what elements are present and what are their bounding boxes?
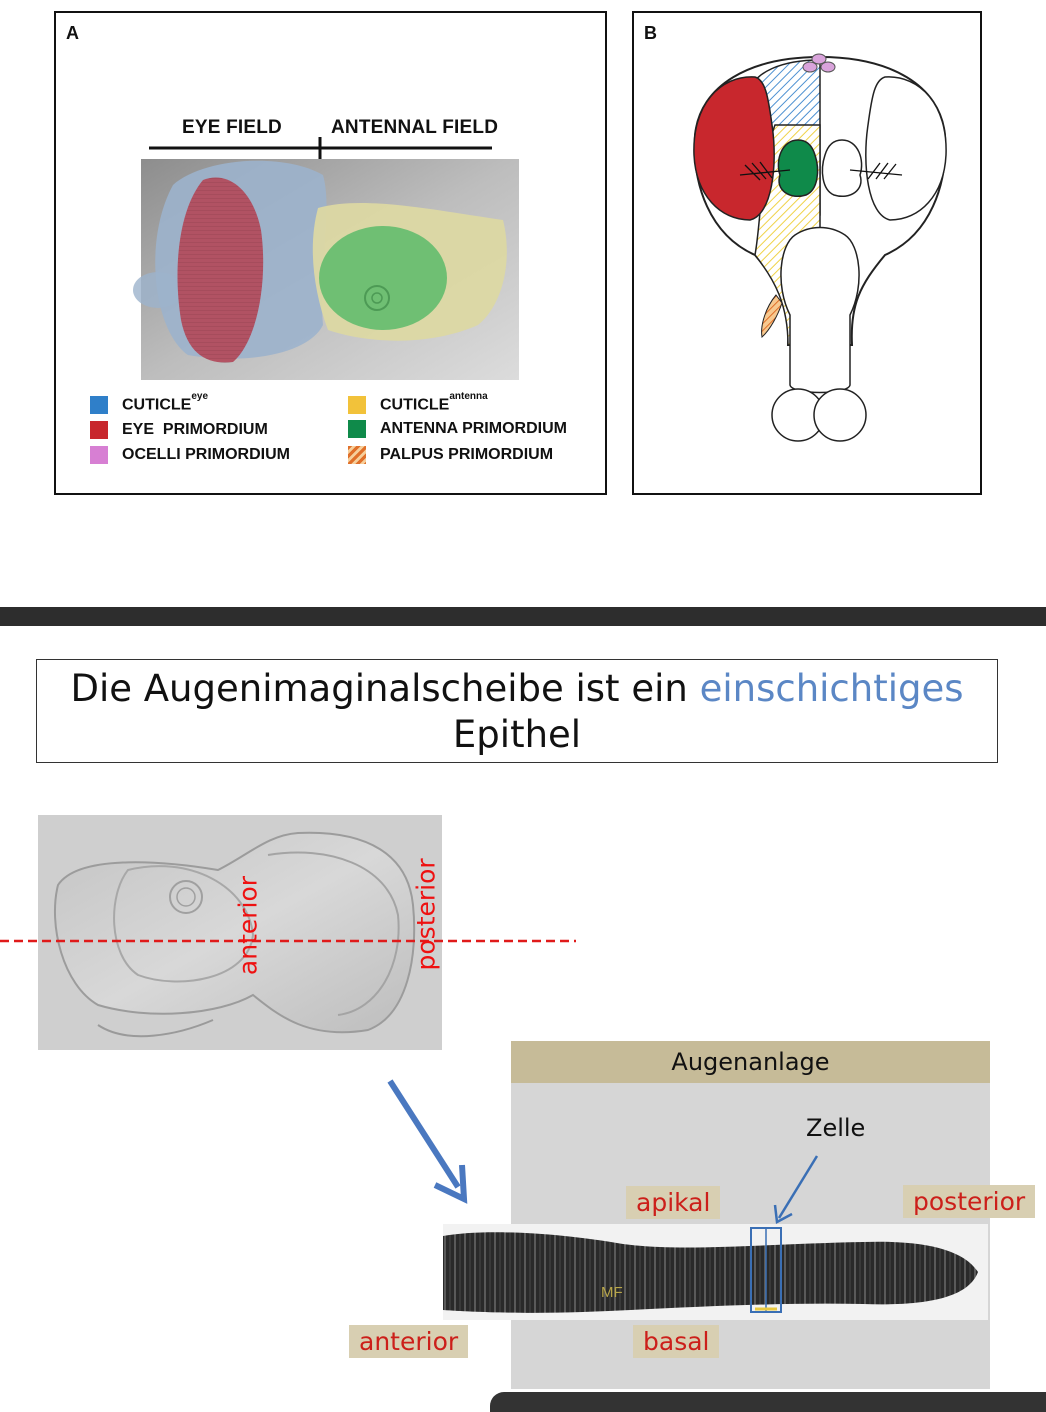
antennal-field-label: ANTENNAL FIELD (331, 117, 499, 138)
cell-label: Zelle (806, 1114, 866, 1142)
legend-label: CUTICLE (122, 396, 192, 414)
slide-title: Die Augenimaginalscheibe ist ein einschi… (36, 659, 998, 763)
legend-item-antenna-primordium: ANTENNA PRIMORDIUM (348, 420, 567, 438)
section-plane-line (0, 939, 576, 943)
legend-label: EYE PRIMORDIUM (122, 421, 268, 438)
arrow-icon (387, 1079, 468, 1204)
cell-pointer-arrow-icon (773, 1155, 819, 1224)
legend-sup: antenna (449, 391, 488, 402)
section-header-label: Augenanlage (671, 1048, 830, 1076)
legend-item-ocelli-primordium: OCELLI PRIMORDIUM (90, 446, 290, 464)
legend-swatch (90, 395, 108, 414)
label-anterior: anterior (349, 1325, 469, 1358)
eye-antennal-disc-image (133, 159, 519, 380)
title-text-1: Die Augenimaginalscheibe ist ein (70, 667, 700, 710)
label-posterior: posterior (903, 1185, 1036, 1218)
label-apical: apikal (626, 1186, 721, 1219)
legend-item-eye-primordium: EYE PRIMORDIUM (90, 421, 268, 439)
title-highlight: einschichtiges (699, 667, 964, 710)
title-text-2: Epithel (452, 713, 582, 756)
legend-swatch (348, 420, 366, 438)
section-header: Augenanlage (511, 1041, 990, 1083)
label-basal: basal (633, 1325, 720, 1358)
legend-item-palpus-primordium: PALPUS PRIMORDIUM (348, 446, 553, 464)
eye-field-label: EYE FIELD (182, 117, 282, 138)
legend-swatch (90, 446, 108, 464)
legend-item-cuticle-antenna: CUTICLEantenna (348, 391, 488, 414)
legend-item-cuticle-eye: CUTICLEeye (90, 391, 208, 414)
panel-b-letter: B (644, 23, 657, 43)
legend-swatch (348, 395, 366, 414)
disc-micrograph (38, 815, 442, 1050)
field-bracket (149, 137, 492, 160)
bottom-edge-bar (490, 1392, 1046, 1412)
legend-swatch (90, 421, 108, 439)
fly-head-diagram (693, 53, 947, 442)
disc-label-anterior: anterior (233, 875, 263, 976)
epithelium-section (443, 1224, 988, 1320)
legend-swatch (348, 446, 366, 464)
panel-a-letter: A (66, 23, 79, 43)
mf-label: MF (601, 1284, 623, 1301)
legend-label: ANTENNA PRIMORDIUM (380, 420, 567, 437)
slide-divider (0, 607, 1046, 626)
disc-label-posterior: posterior (411, 858, 441, 971)
legend-label: CUTICLE (380, 396, 450, 414)
legend-label: PALPUS PRIMORDIUM (380, 446, 554, 463)
legend-sup: eye (191, 391, 209, 402)
legend-label: OCELLI PRIMORDIUM (122, 446, 290, 463)
